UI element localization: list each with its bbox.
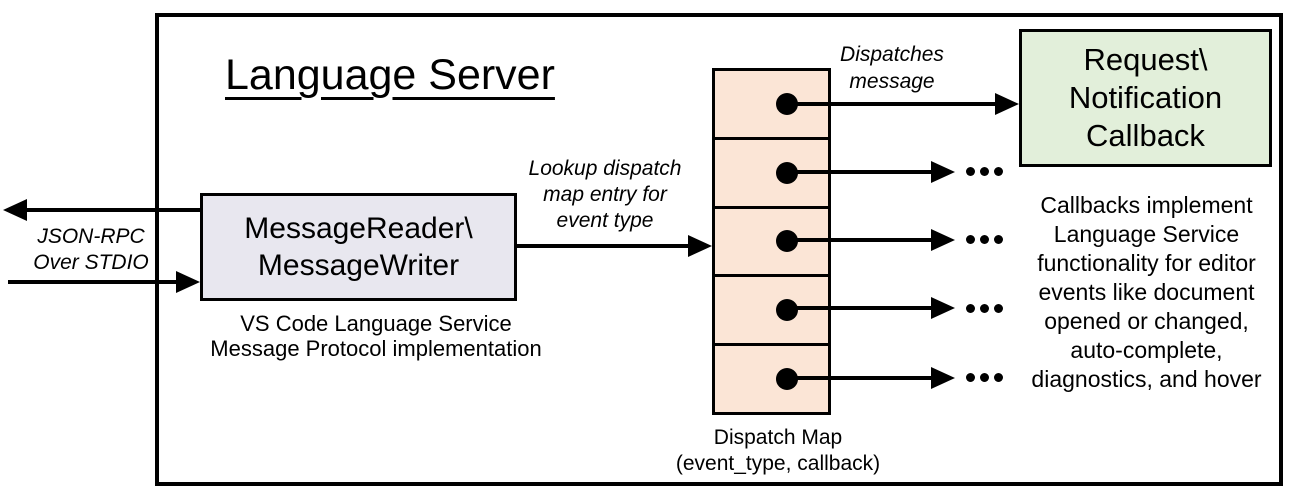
language-server-boundary-box <box>155 13 1283 486</box>
stdio-label-line: JSON-RPC <box>37 225 145 248</box>
ellipsis-icon <box>966 304 1003 313</box>
ellipsis-icon <box>966 167 1003 176</box>
message-box-line: MessageWriter <box>257 249 460 282</box>
dispatches-label-line: message <box>849 70 935 93</box>
callbacks-description-line: events like document <box>1038 279 1255 305</box>
map-entry-dot-icon <box>776 299 798 322</box>
dispatch-arrow-line <box>787 376 933 380</box>
stdio-label-line: Over STDIO <box>33 251 149 274</box>
message-box-caption-line: Message Protocol implementation <box>210 336 542 361</box>
lookup-arrow-line <box>517 244 689 248</box>
callbacks-description-line: diagnostics, and hover <box>1031 366 1262 392</box>
dispatch-arrowhead-icon <box>931 229 955 251</box>
ellipsis-icon <box>966 235 1003 244</box>
lookup-label-line: Lookup dispatch <box>528 157 682 180</box>
dispatch-arrowhead-icon <box>931 161 955 183</box>
callbacks-description-line: auto-complete, <box>1070 337 1223 363</box>
stdio-in-arrow-line <box>8 280 178 284</box>
stdio-out-arrowhead-icon <box>3 199 27 221</box>
dispatches-label-line: Dispatches <box>840 43 944 66</box>
message-reader-writer-box: MessageReader\ MessageWriter <box>200 193 517 301</box>
callbacks-description-line: functionality for editor <box>1037 250 1256 276</box>
callbacks-description-line: Language Service <box>1053 221 1240 247</box>
dispatch-arrow-line <box>787 170 933 174</box>
dispatch-map-cell <box>715 277 828 347</box>
callback-box-line: Callback <box>1086 118 1205 153</box>
callbacks-description: Callbacks implement Language Service fun… <box>1020 191 1273 394</box>
dispatch-map-cell <box>715 209 828 278</box>
lookup-label-line: event type <box>556 209 654 232</box>
dispatch-arrowhead-icon <box>995 93 1019 115</box>
message-box-line: MessageReader\ <box>244 212 473 245</box>
stdio-out-arrow-line <box>25 208 200 212</box>
dispatches-label: Dispatches message <box>792 41 992 95</box>
dispatch-map-caption-line: Dispatch Map <box>713 426 843 449</box>
dispatch-map-cell <box>715 140 828 209</box>
stdio-in-arrowhead-icon <box>176 271 200 293</box>
callbacks-description-line: opened or changed, <box>1044 308 1249 334</box>
callback-box-line: Request\ <box>1083 42 1208 77</box>
message-box-caption-line: VS Code Language Service <box>240 311 512 336</box>
request-notification-callback-box: Request\ Notification Callback <box>1019 29 1272 167</box>
diagram-title: Language Server <box>225 51 555 99</box>
lookup-label-line: map entry for <box>543 183 667 206</box>
dispatch-arrow-line <box>787 102 998 106</box>
ellipsis-icon <box>966 373 1003 382</box>
callbacks-description-line: Callbacks implement <box>1040 192 1253 218</box>
lookup-label: Lookup dispatch map entry for event type <box>505 156 705 234</box>
dispatch-map-caption: Dispatch Map (event_type, callback) <box>648 425 908 477</box>
stdio-label: JSON-RPC Over STDIO <box>11 224 171 276</box>
callback-box-line: Notification <box>1068 80 1223 115</box>
dispatch-arrow-line <box>787 238 933 242</box>
lookup-arrowhead-icon <box>688 235 712 257</box>
dispatch-arrow-line <box>787 306 933 310</box>
message-box-caption: VS Code Language Service Message Protoco… <box>206 311 546 361</box>
dispatch-arrowhead-icon <box>931 297 955 319</box>
dispatch-map-caption-line: (event_type, callback) <box>675 452 881 475</box>
dispatch-arrowhead-icon <box>931 367 955 389</box>
